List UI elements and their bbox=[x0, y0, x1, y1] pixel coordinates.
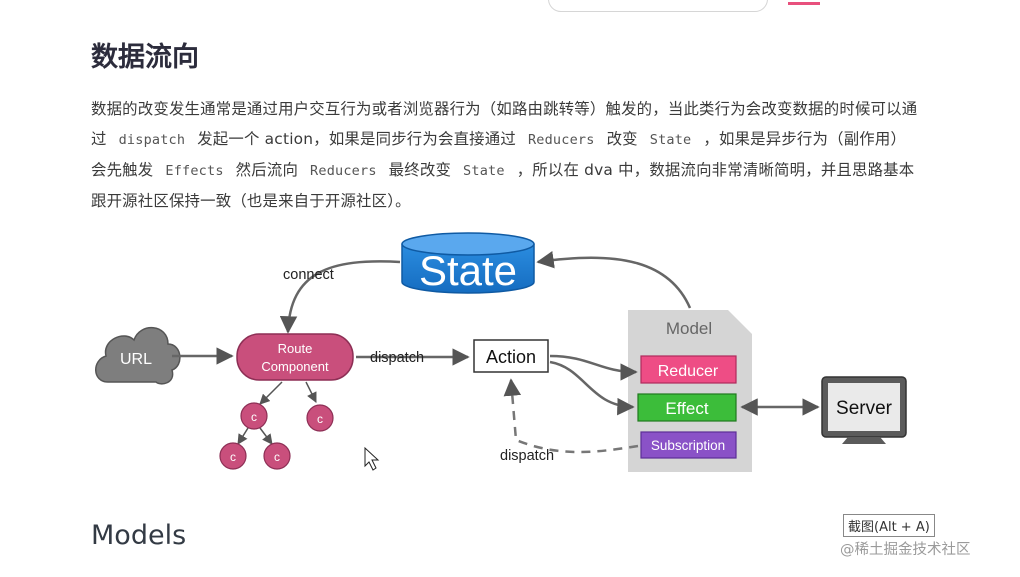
subscription-label: Subscription bbox=[651, 438, 725, 453]
svg-text:c: c bbox=[251, 410, 257, 424]
state-store: State bbox=[401, 232, 535, 294]
intro-paragraph: 数据的改变发生通常是通过用户交互行为或者浏览器行为（如路由跳转等）触发的，当此类… bbox=[91, 94, 921, 216]
action-to-reducer-arrow bbox=[549, 354, 638, 381]
subscription-node bbox=[640, 431, 737, 459]
mouse-cursor-icon bbox=[364, 446, 380, 471]
inline-code: State bbox=[463, 163, 505, 179]
reducer-node bbox=[640, 355, 737, 384]
child-component-node: c bbox=[240, 402, 268, 430]
watermark: @稀土掘金技术社区 bbox=[840, 542, 971, 558]
child-component-node: c bbox=[263, 442, 291, 470]
url-cloud-icon: URL bbox=[95, 326, 181, 385]
paragraph-text: 最终改变 bbox=[388, 161, 452, 179]
server-label: Server bbox=[836, 398, 893, 419]
paragraph-text: ，所以在 dva 中，数据流向非常清晰简明，并且思路基本跟开源社区保持一致（也是… bbox=[91, 161, 915, 210]
paragraph-text: 改变 bbox=[606, 130, 638, 148]
active-tab-indicator bbox=[788, 2, 820, 5]
model-to-state-arrow bbox=[536, 251, 692, 309]
action-to-effect-arrow bbox=[549, 360, 635, 416]
connect-label: connect bbox=[283, 267, 334, 283]
svg-text:c: c bbox=[274, 450, 280, 464]
server-monitor-icon: Server bbox=[821, 376, 907, 444]
effect-label: Effect bbox=[665, 399, 708, 418]
effect-node bbox=[637, 393, 737, 422]
child-component-node: c bbox=[306, 404, 334, 432]
page-title: 数据流向 bbox=[91, 42, 199, 73]
connect-arrow bbox=[279, 260, 401, 334]
paragraph-text: ，如果是异步行为（副作用）会先触发 bbox=[91, 130, 907, 179]
state-label: State bbox=[419, 247, 517, 294]
reducer-label: Reducer bbox=[658, 363, 719, 380]
inline-code: Reducers bbox=[527, 132, 595, 148]
paragraph-text: 发起一个 action，如果是同步行为会直接通过 bbox=[197, 130, 516, 148]
child-component-node: c bbox=[219, 442, 247, 470]
action-node: Action bbox=[473, 339, 549, 373]
model-panel: Model Reducer Effect Subscription bbox=[628, 310, 752, 472]
route-component-node: Route Component bbox=[236, 333, 354, 381]
inline-code: Reducers bbox=[310, 163, 377, 179]
route-component-line2: Component bbox=[261, 359, 329, 374]
subscription-dispatch-arrow bbox=[503, 378, 639, 454]
dispatch-label: dispatch bbox=[370, 350, 424, 366]
svg-text:c: c bbox=[317, 412, 323, 426]
inline-code: dispatch bbox=[118, 132, 186, 148]
paragraph-text: 然后流向 bbox=[235, 161, 299, 179]
svg-text:c: c bbox=[230, 450, 236, 464]
paragraph-text: 数据的改变发生通常是通过用户交互行为或者浏览器行为（如路由跳转等）触发的，当此类… bbox=[91, 100, 918, 148]
screenshot-tooltip: 截图(Alt + A) bbox=[843, 514, 935, 537]
models-heading: Models bbox=[91, 520, 187, 551]
model-label: Model bbox=[666, 319, 712, 338]
route-component-line1: Route bbox=[278, 341, 313, 356]
component-tree: c c c c bbox=[219, 381, 334, 470]
inline-code: State bbox=[649, 132, 692, 148]
dispatch-back-label: dispatch bbox=[500, 448, 554, 464]
action-label: Action bbox=[486, 347, 536, 367]
inline-code: Effects bbox=[165, 163, 224, 179]
url-label: URL bbox=[120, 351, 152, 368]
